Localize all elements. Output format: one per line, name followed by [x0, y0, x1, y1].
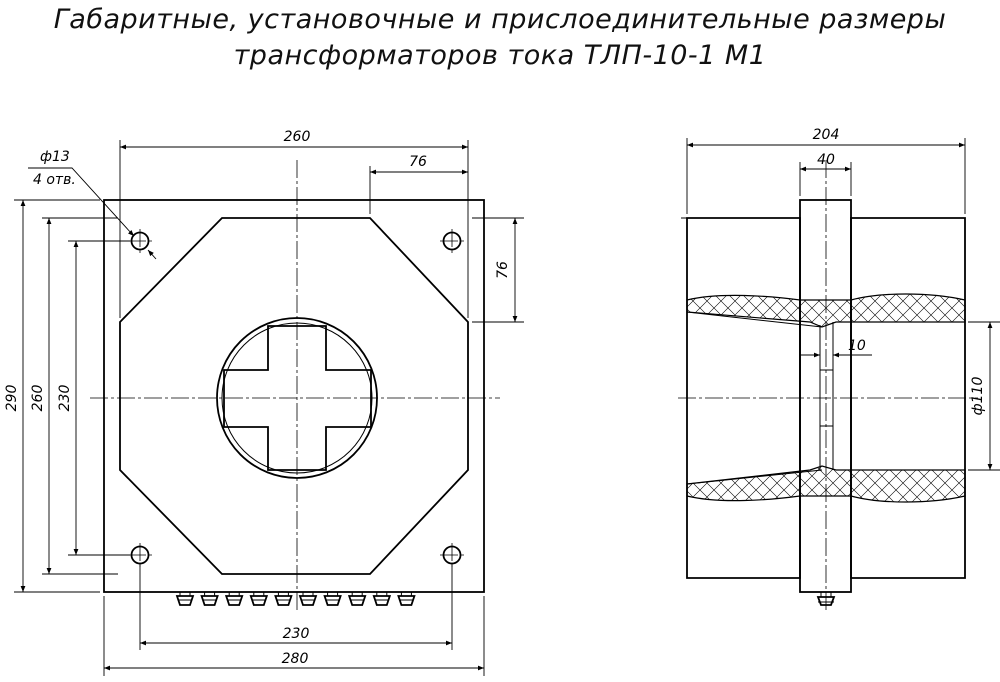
dim-height-290: 290 — [4, 199, 100, 593]
dim-diameter-110: ф110 — [968, 321, 1000, 471]
dim-label-204: 204 — [813, 127, 840, 143]
dim-label-76-vertical: 76 — [495, 261, 511, 279]
dim-label-260-vertical: 260 — [30, 385, 46, 412]
dim-width-204: 204 — [686, 127, 966, 214]
side-center-flange — [799, 199, 852, 593]
secondary-terminal — [274, 592, 293, 606]
side-secondary-terminal — [816, 592, 836, 606]
secondary-terminal — [347, 592, 367, 606]
front-octagon-body — [119, 217, 469, 575]
front-view: 260 76 76 290 260 230 — [4, 129, 524, 676]
dim-label-40: 40 — [817, 152, 835, 168]
secondary-terminal — [298, 592, 318, 606]
dim-width-260: 260 — [119, 129, 469, 318]
secondary-terminals — [175, 592, 416, 606]
dim-label-76-horizontal: 76 — [409, 154, 427, 170]
secondary-terminal — [175, 592, 195, 606]
secondary-terminal — [397, 592, 416, 606]
dim-label-230-bottom: 230 — [283, 626, 310, 642]
secondary-terminal — [323, 592, 342, 606]
secondary-terminal — [372, 592, 392, 606]
drawing-title-line-1: Габаритные, установочные и прислоедините… — [53, 4, 947, 35]
dim-bottom-230: 230 — [139, 564, 453, 650]
dim-bottom-280: 280 — [103, 596, 485, 676]
mounting-holes — [128, 229, 464, 567]
dim-width-40: 40 — [799, 152, 852, 196]
dim-height-260: 260 — [30, 217, 118, 575]
hole-callout: ф13 4 отв. — [28, 149, 157, 260]
dim-height-230: 230 — [57, 240, 130, 556]
secondary-terminal — [249, 592, 269, 606]
secondary-terminal — [200, 592, 219, 606]
hole-callout-diameter: ф13 — [40, 149, 70, 165]
front-outer-plate — [103, 199, 485, 593]
dim-label-110: ф110 — [970, 377, 986, 416]
hole-callout-count: 4 отв. — [33, 172, 76, 188]
dim-label-280-bottom: 280 — [282, 651, 309, 667]
dim-label-230-vertical: 230 — [57, 385, 73, 412]
drawing-title-line-2: трансформаторов тока ТЛП-10-1 М1 — [233, 40, 767, 71]
secondary-terminal — [224, 592, 244, 606]
dim-label-260-top: 260 — [284, 129, 311, 145]
front-primary-bar-cross — [223, 325, 372, 471]
side-view: 204 40 10 ф110 — [678, 127, 1000, 612]
dim-offset-76-vertical: 76 — [472, 217, 524, 323]
dim-label-290: 290 — [4, 385, 20, 412]
dim-offset-76-horizontal: 76 — [369, 154, 468, 214]
dim-gap-10: 10 — [800, 338, 872, 358]
dim-label-10: 10 — [848, 338, 866, 354]
